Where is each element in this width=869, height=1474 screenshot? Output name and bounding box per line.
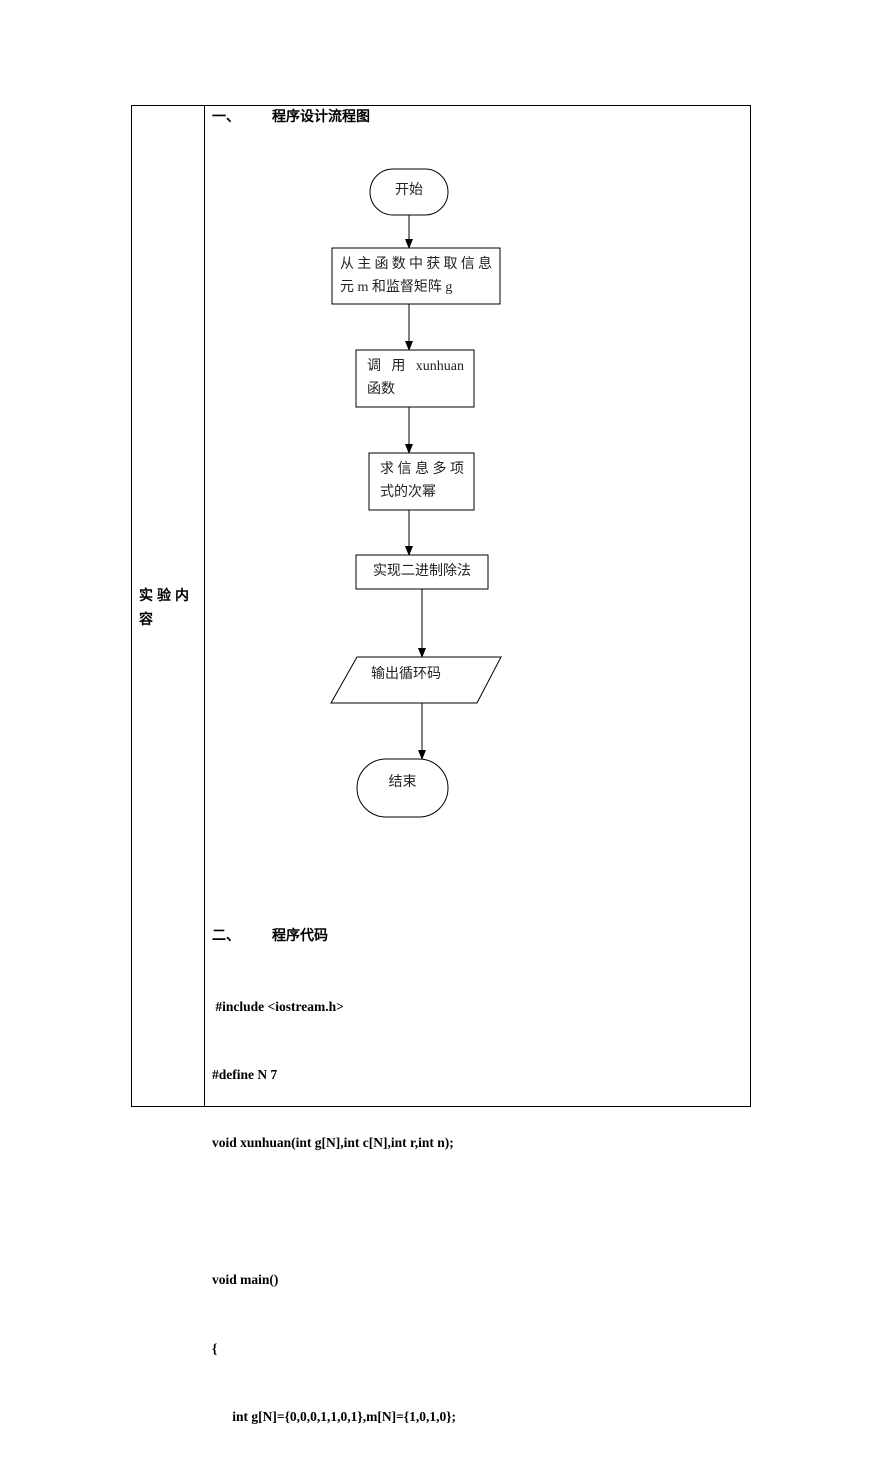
- code-line: void xunhuan(int g[N],int c[N],int r,int…: [212, 1135, 454, 1151]
- code-line: int g[N]={0,0,0,1,1,0,1},m[N]={1,0,1,0};: [212, 1408, 457, 1424]
- step-2-line-1: 调 用 xunhuan: [367, 359, 464, 374]
- end-terminal-label: 结束: [388, 775, 417, 790]
- step-3-line-2: 式的次幂: [380, 485, 436, 500]
- step-3-line-1: 求信息多项: [380, 462, 464, 477]
- code-line: #include <iostream.h>: [212, 998, 344, 1014]
- code-line: #define N 7: [212, 1066, 278, 1082]
- step-3-box: [368, 452, 475, 511]
- end-terminal-shape: [356, 758, 449, 818]
- step-1-line-2: 元 m 和监督矩阵 g: [340, 280, 453, 295]
- section-2-heading: 二、 程序代码: [212, 927, 328, 947]
- section-1-heading: 一、 程序设计流程图: [212, 108, 370, 128]
- step-4-label: 实现二进制除法: [373, 564, 471, 579]
- step-1-line-1: 从主函数中获取信息: [340, 257, 492, 272]
- start-terminal-label: 开始: [395, 183, 423, 198]
- step-1-box: [331, 247, 501, 305]
- step-4-box: [355, 554, 489, 590]
- experiment-table: 实验内容 一、程序设计流程图 开始 从主函数中获取信息 元 m 和监督矩阵 g …: [131, 105, 751, 1424]
- output-parallelogram: [330, 656, 502, 704]
- code-line: void main(): [212, 1272, 279, 1288]
- code-line: [212, 1201, 732, 1224]
- column-divider: [204, 106, 205, 1106]
- section-1-number: 一、: [212, 110, 240, 125]
- section-2-number: 二、: [212, 929, 240, 944]
- step-2-line-2: 函数: [367, 382, 395, 397]
- left-column-label: 实验内容: [139, 589, 193, 628]
- section-2-title: 程序代码: [272, 929, 328, 944]
- section-1-title: 程序设计流程图: [272, 110, 370, 125]
- code-line: {: [212, 1340, 218, 1356]
- output-label: 输出循环码: [371, 667, 441, 682]
- code-block: #include <iostream.h> #define N 7 void x…: [212, 950, 732, 1474]
- step-2-box: [355, 349, 475, 408]
- flowchart: [330, 168, 502, 818]
